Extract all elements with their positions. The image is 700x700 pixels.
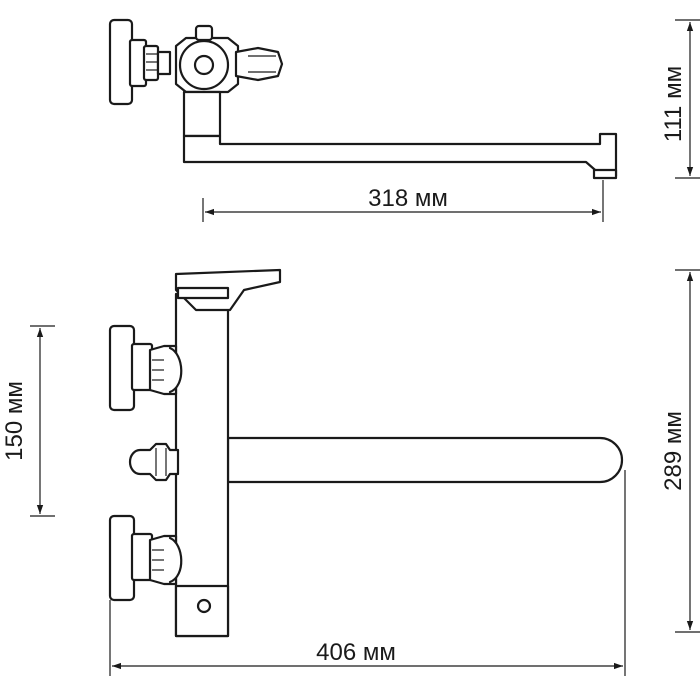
front-center-nut — [128, 442, 180, 482]
front-valve-body — [174, 292, 230, 638]
front-upper-handle-wheel — [108, 324, 136, 412]
front-spout — [226, 436, 624, 484]
dim-top-spout-length: 318 мм — [202, 180, 604, 222]
label-289mm: 289 мм — [660, 411, 687, 491]
top-handle-wheel — [108, 18, 134, 106]
dim-front-height: 289 мм — [660, 269, 700, 633]
top-view-faucet — [108, 18, 618, 180]
front-view-faucet — [108, 268, 624, 638]
top-lever — [234, 46, 284, 82]
label-406mm: 406 мм — [316, 639, 396, 666]
dim-top-height: 111 мм — [660, 19, 700, 179]
dim-front-inlet-spacing: 150 мм — [1, 325, 55, 517]
label-111mm: 111 мм — [660, 66, 687, 142]
front-lower-handle-wheel — [108, 514, 136, 602]
top-spout — [182, 132, 618, 178]
dim-front-total-width: 406 мм — [109, 470, 626, 676]
label-150mm: 150 мм — [1, 381, 28, 461]
label-318mm: 318 мм — [368, 185, 448, 212]
